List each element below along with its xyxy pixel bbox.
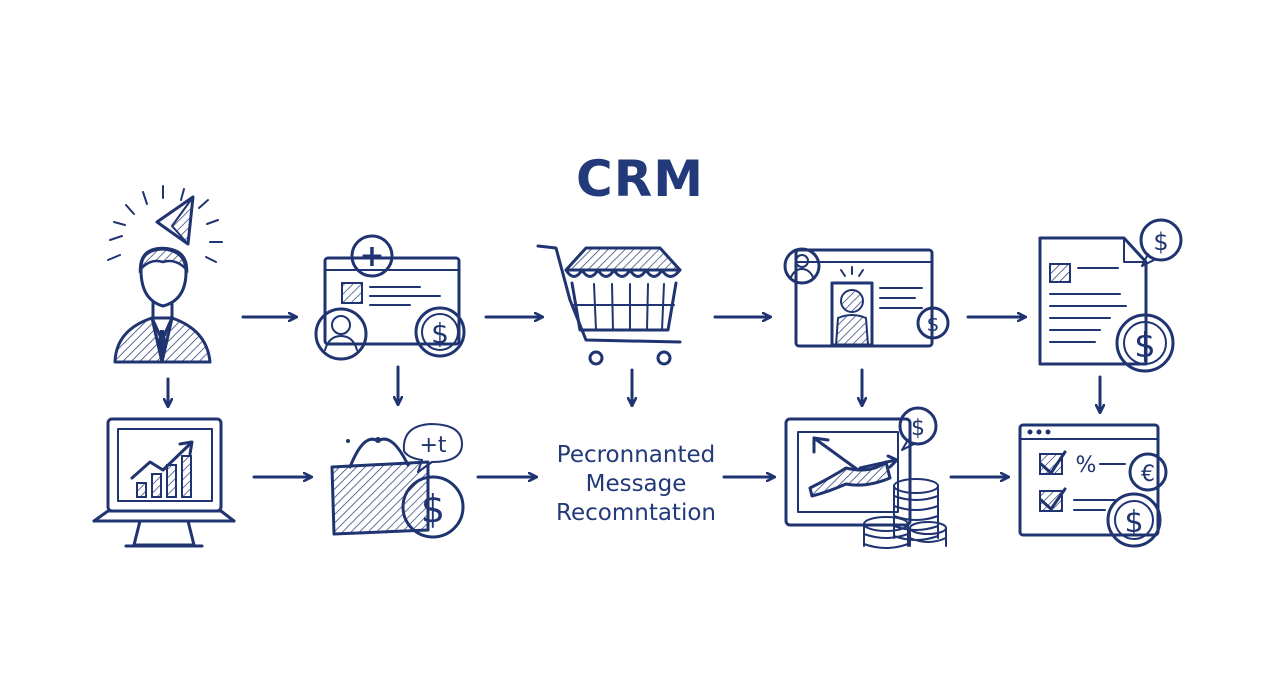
message-line: Message — [585, 471, 687, 497]
plus-symbol: + — [359, 239, 384, 274]
shopping-bag-icon: +t $ — [330, 423, 465, 539]
dollar-coin-icon — [1115, 313, 1175, 373]
growth-chart-coins-icon: $ — [784, 406, 947, 549]
dollar-coin-icon — [1106, 492, 1162, 548]
dollar-coin-icon — [401, 475, 465, 539]
dollar-symbol: $ — [1134, 326, 1156, 366]
bar-chart-icon — [130, 440, 194, 498]
salesperson-card-icon: $ — [783, 247, 950, 348]
checklist-browser-icon: % € $ — [1018, 423, 1168, 548]
percent-symbol: % — [1076, 453, 1097, 478]
dollar-symbol: $ — [1124, 505, 1143, 540]
message-line: Recomntation — [556, 500, 716, 526]
shopping-cart-icon — [536, 244, 682, 366]
dollar-symbol: $ — [431, 317, 449, 350]
coin-stack-icon — [863, 478, 947, 549]
plus-badge-icon — [350, 234, 394, 278]
bubble-symbol: +t — [419, 433, 446, 458]
message-line: Pecronnanted — [556, 442, 716, 468]
user-avatar-icon — [314, 307, 368, 361]
dollar-symbol: $ — [1153, 228, 1168, 256]
laptop-chart-icon — [92, 417, 236, 548]
dollar-coin-icon — [414, 306, 466, 358]
person-icon — [107, 185, 223, 364]
dollar-coin-icon — [916, 306, 950, 340]
invoice-document-icon: $ $ — [1038, 218, 1183, 373]
down-arrows — [168, 365, 1100, 412]
avatar-icon — [783, 247, 821, 285]
dollar-bubble-icon — [898, 406, 938, 446]
dollar-symbol: $ — [421, 487, 445, 531]
dollar-symbol: $ — [911, 416, 925, 441]
dollar-bubble-icon — [1139, 218, 1183, 262]
chat-bubble-icon — [402, 423, 463, 473]
profile-card-icon: + $ — [314, 234, 466, 361]
diagram-title: CRM — [576, 150, 704, 208]
idea-rays-icon — [107, 185, 223, 263]
message-text: Pecronnanted Message Recomntation — [530, 441, 742, 528]
dollar-symbol: $ — [927, 312, 940, 336]
euro-coin-icon — [1128, 452, 1168, 492]
euro-symbol: € — [1141, 462, 1155, 487]
